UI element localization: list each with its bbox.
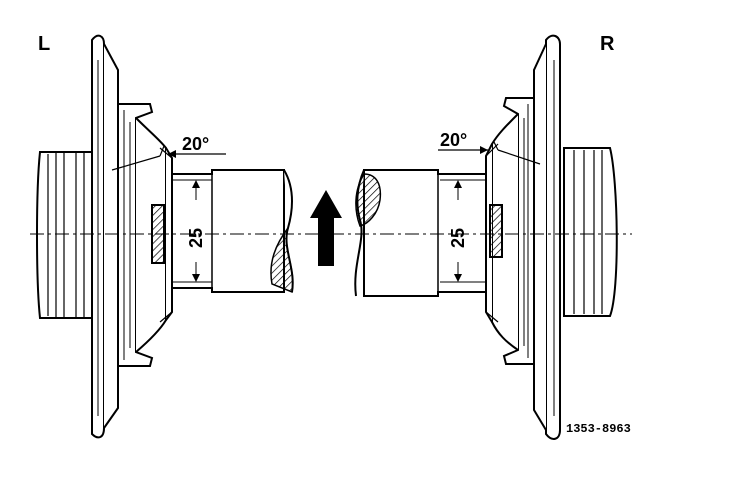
right-side-label: R [600, 33, 615, 55]
right-angle-label: 20° [440, 130, 467, 150]
left-brake-disc [91, 34, 119, 439]
right-brake-disc [533, 34, 561, 440]
right-seal-section [489, 204, 503, 258]
right-stub-axle [354, 169, 487, 297]
right-angle-callout [438, 141, 541, 165]
left-stub-axle [171, 169, 294, 294]
left-drum-cap [36, 151, 93, 319]
up-arrow-icon [310, 190, 342, 266]
left-dimension-label: 25 [186, 228, 206, 248]
right-hub-assembly [354, 34, 618, 440]
right-hub-flange [491, 97, 535, 365]
left-dimension-25 [172, 179, 212, 283]
right-drum-cap [563, 147, 618, 317]
left-angle-callout [111, 145, 226, 171]
right-dimension-label: 25 [448, 228, 468, 248]
left-angle-label: 20° [182, 134, 209, 154]
figure-code: 1353-8963 [566, 422, 631, 436]
right-dimension-25 [440, 179, 486, 283]
left-side-label: L [38, 33, 50, 55]
left-hub-assembly [36, 34, 294, 439]
